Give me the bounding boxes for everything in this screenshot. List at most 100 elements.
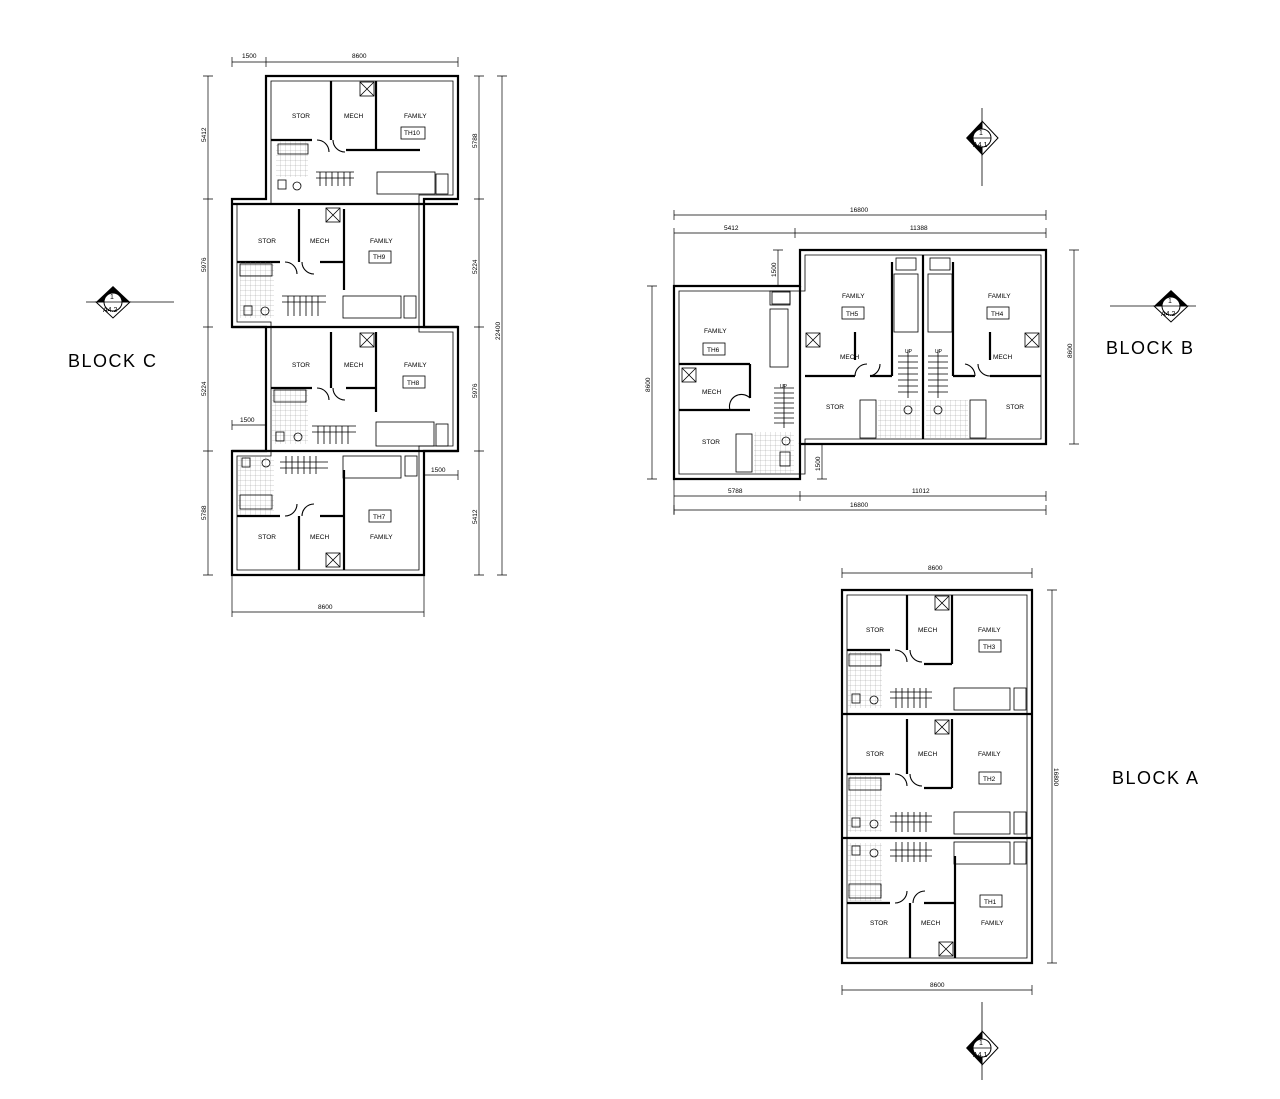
unit-tag: TH5 bbox=[846, 311, 859, 318]
unit-tag-box bbox=[368, 250, 392, 264]
dim-text: 11388 bbox=[910, 225, 928, 232]
unit-tag-box bbox=[841, 306, 865, 320]
unit-tag-box bbox=[702, 342, 726, 356]
room-label-stor: STOR bbox=[826, 404, 844, 411]
dim-text: 11012 bbox=[912, 488, 930, 495]
dim-text: 5788 bbox=[201, 505, 208, 520]
block-c-title: BLOCK C bbox=[68, 351, 158, 371]
block-b-dimensions: 16800 5412 11388 1500 8600 8600 1500 578… bbox=[645, 207, 1079, 515]
block-a-dimensions: 8600 16800 8600 bbox=[841, 565, 1059, 995]
section-marker-a42-left: 1 A4.2 bbox=[86, 286, 174, 319]
room-label-family: FAMILY bbox=[370, 238, 393, 245]
dim-text: 16800 bbox=[1052, 768, 1059, 786]
section-sheet: A4.1 bbox=[973, 142, 988, 149]
room-label-mech: MECH bbox=[344, 113, 363, 120]
unit-tag: TH9 bbox=[373, 254, 386, 261]
section-sheet: A4.2 bbox=[103, 307, 118, 314]
block-a-title: BLOCK A bbox=[1112, 768, 1200, 788]
section-marker-a42-right: 1 A4.2 bbox=[1110, 290, 1196, 323]
unit-tag: TH10 bbox=[404, 130, 420, 137]
stair-up-label: UP bbox=[905, 349, 913, 355]
dim-text: 5976 bbox=[472, 383, 479, 398]
unit-th2: STOR MECH FAMILY TH2 bbox=[847, 719, 1027, 835]
section-sheet: A4.1 bbox=[973, 1052, 988, 1059]
dim-text: 5224 bbox=[201, 381, 208, 396]
unit-tag: TH1 bbox=[984, 899, 997, 906]
unit-th1: STOR MECH FAMILY TH1 bbox=[847, 841, 1027, 958]
room-label-family: FAMILY bbox=[978, 627, 1001, 634]
section-number: 1 bbox=[979, 1040, 983, 1047]
room-label-stor: STOR bbox=[1006, 404, 1024, 411]
dim-text: 16800 bbox=[850, 502, 868, 509]
unit-th4: UP FAMILY TH4 MECH STOR bbox=[926, 257, 1041, 439]
room-label-mech: MECH bbox=[702, 389, 721, 396]
room-label-family: FAMILY bbox=[988, 293, 1011, 300]
dim-text: 8600 bbox=[1067, 343, 1074, 358]
dim-text: 5412 bbox=[201, 127, 208, 142]
unit-th3: STOR MECH FAMILY TH3 bbox=[847, 595, 1027, 711]
unit-tag-box bbox=[402, 375, 426, 389]
room-label-mech: MECH bbox=[921, 920, 940, 927]
dim-text: 8600 bbox=[352, 53, 367, 60]
room-label-family: FAMILY bbox=[404, 362, 427, 369]
dim-text: 1500 bbox=[431, 467, 446, 474]
section-sheet: A4.2 bbox=[1161, 311, 1176, 318]
unit-tag: TH3 bbox=[983, 644, 996, 651]
stair-up-label: UP bbox=[780, 384, 788, 390]
dim-text: 1500 bbox=[771, 262, 778, 277]
room-label-stor: STOR bbox=[258, 534, 276, 541]
room-label-stor: STOR bbox=[870, 920, 888, 927]
dim-text: 5412 bbox=[472, 509, 479, 524]
unit-th10: STOR MECH FAMILY TH10 bbox=[271, 81, 449, 195]
block-a: STOR MECH FAMILY TH3 STOR MECH FAMILY TH… bbox=[840, 565, 1200, 995]
dim-text: 1500 bbox=[815, 456, 822, 471]
room-label-family: FAMILY bbox=[842, 293, 865, 300]
unit-tag-box bbox=[979, 894, 1003, 908]
room-label-mech: MECH bbox=[840, 354, 859, 361]
dim-text: 5788 bbox=[728, 488, 743, 495]
room-label-stor: STOR bbox=[292, 113, 310, 120]
dim-text: 5976 bbox=[201, 257, 208, 272]
section-number: 1 bbox=[110, 294, 114, 301]
dim-text: 5224 bbox=[472, 259, 479, 274]
unit-tag: TH7 bbox=[373, 514, 386, 521]
section-number: 1 bbox=[1168, 298, 1172, 305]
room-label-family: FAMILY bbox=[404, 113, 427, 120]
unit-tag-box bbox=[368, 509, 392, 523]
dim-text: 1500 bbox=[242, 53, 257, 60]
block-c-dimensions: 1500 8600 5412 5976 5224 5788 5788 5224 … bbox=[201, 53, 507, 617]
stair-up-label: UP bbox=[935, 349, 943, 355]
dim-text: 8600 bbox=[318, 604, 333, 611]
dim-text: 8600 bbox=[645, 377, 652, 392]
block-c: STOR MECH FAMILY TH10 STOR MECH FAMILY T… bbox=[68, 53, 507, 617]
dim-text: 22400 bbox=[495, 322, 502, 340]
unit-tag: TH8 bbox=[407, 380, 420, 387]
room-label-family: FAMILY bbox=[704, 328, 727, 335]
room-label-family: FAMILY bbox=[981, 920, 1004, 927]
room-label-mech: MECH bbox=[918, 751, 937, 758]
block-b: UP FAMILY TH6 MECH STOR UP FAMILY TH5 bbox=[645, 207, 1196, 515]
unit-th6: UP FAMILY TH6 MECH STOR bbox=[679, 290, 794, 474]
room-label-mech: MECH bbox=[993, 354, 1012, 361]
dim-text: 1500 bbox=[240, 417, 255, 424]
unit-tag: TH4 bbox=[991, 311, 1004, 318]
room-label-family: FAMILY bbox=[370, 534, 393, 541]
section-number: 1 bbox=[979, 130, 983, 137]
dim-text: 5788 bbox=[472, 133, 479, 148]
dim-text: 8600 bbox=[928, 565, 943, 572]
unit-th5: UP FAMILY TH5 MECH STOR bbox=[805, 257, 920, 439]
block-b-title: BLOCK B bbox=[1106, 338, 1195, 358]
unit-th7: STOR MECH FAMILY TH7 bbox=[237, 455, 418, 570]
room-label-family: FAMILY bbox=[978, 751, 1001, 758]
unit-tag-box bbox=[978, 639, 1002, 653]
unit-th9: STOR MECH FAMILY TH9 bbox=[237, 207, 417, 319]
section-marker-a41-bottom: 1 A4.1 bbox=[966, 1002, 999, 1080]
room-label-stor: STOR bbox=[866, 751, 884, 758]
room-label-stor: STOR bbox=[258, 238, 276, 245]
dim-text: 8600 bbox=[930, 982, 945, 989]
dim-text: 16800 bbox=[850, 207, 868, 214]
room-label-stor: STOR bbox=[292, 362, 310, 369]
room-label-mech: MECH bbox=[310, 534, 329, 541]
unit-tag-box bbox=[978, 771, 1002, 785]
